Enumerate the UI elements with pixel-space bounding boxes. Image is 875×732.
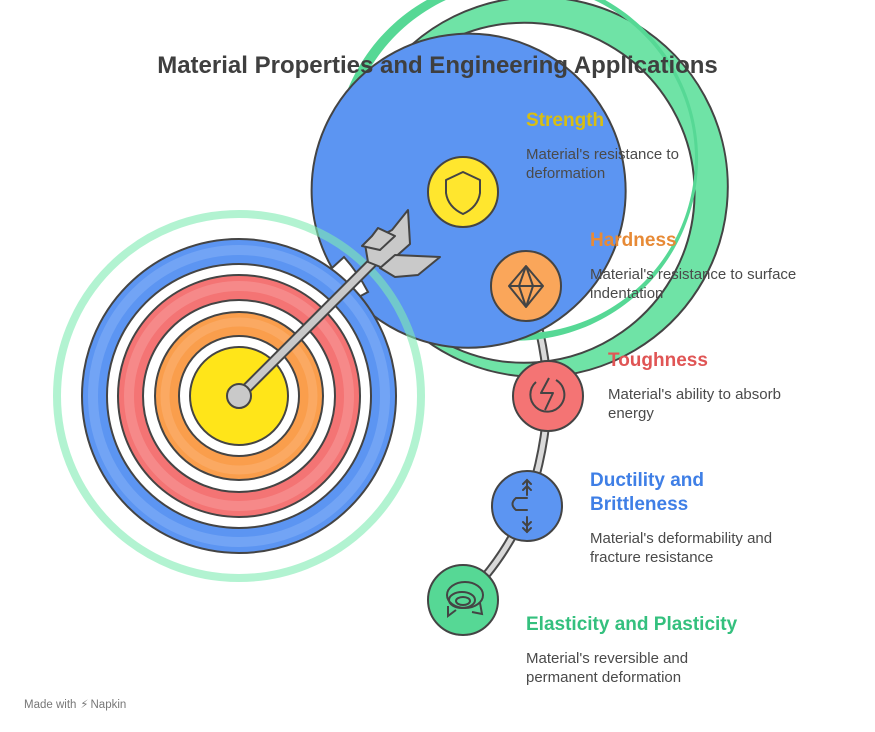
compress-icon	[511, 478, 532, 534]
elasticity-title: Elasticity and Plasticity	[526, 614, 738, 635]
ring-blue-inner-light	[88, 245, 390, 547]
arrow-tip	[226, 383, 252, 409]
toughness-desc: Material's ability to absorb energy	[608, 386, 781, 422]
ring-green-inner-light	[53, 210, 425, 582]
elasticity-desc: Material's reversible and permanent defo…	[526, 650, 689, 686]
node-elasticity	[427, 564, 499, 636]
toughness-title: Toughness	[608, 350, 708, 371]
node-ductility	[491, 470, 563, 542]
node-strength	[427, 156, 499, 228]
energy-bolt-icon	[529, 377, 566, 413]
footer: Made with⚡Napkin	[24, 697, 126, 711]
made-with-label: Made with	[24, 699, 77, 711]
ring-red-inner-light	[124, 281, 354, 511]
strength-title: Strength	[526, 110, 605, 131]
hardness-desc: Material's resistance to surface indenta…	[590, 266, 797, 302]
ring-orange-inner-light	[160, 317, 318, 475]
arrow	[226, 209, 441, 409]
strength-desc: Material's resistance to deformation	[526, 146, 679, 182]
brand-label: Napkin	[90, 699, 127, 711]
ductility-title: Ductility and Brittleness	[590, 470, 705, 515]
shield-icon	[445, 171, 481, 215]
page-title: Material Properties and Engineering Appl…	[157, 52, 718, 79]
ductility-desc: Material's deformability and fracture re…	[590, 530, 773, 566]
arrow-shaft-fill	[235, 239, 396, 400]
diamond-icon	[508, 265, 544, 308]
node-toughness	[512, 360, 584, 432]
coil-icon	[446, 581, 484, 618]
arrow-fletching-right	[379, 254, 441, 278]
node-hardness	[490, 250, 562, 322]
napkin-logo-icon: ⚡	[80, 699, 89, 711]
arrow-fletching-left	[361, 227, 396, 251]
hardness-title: Hardness	[590, 230, 677, 251]
